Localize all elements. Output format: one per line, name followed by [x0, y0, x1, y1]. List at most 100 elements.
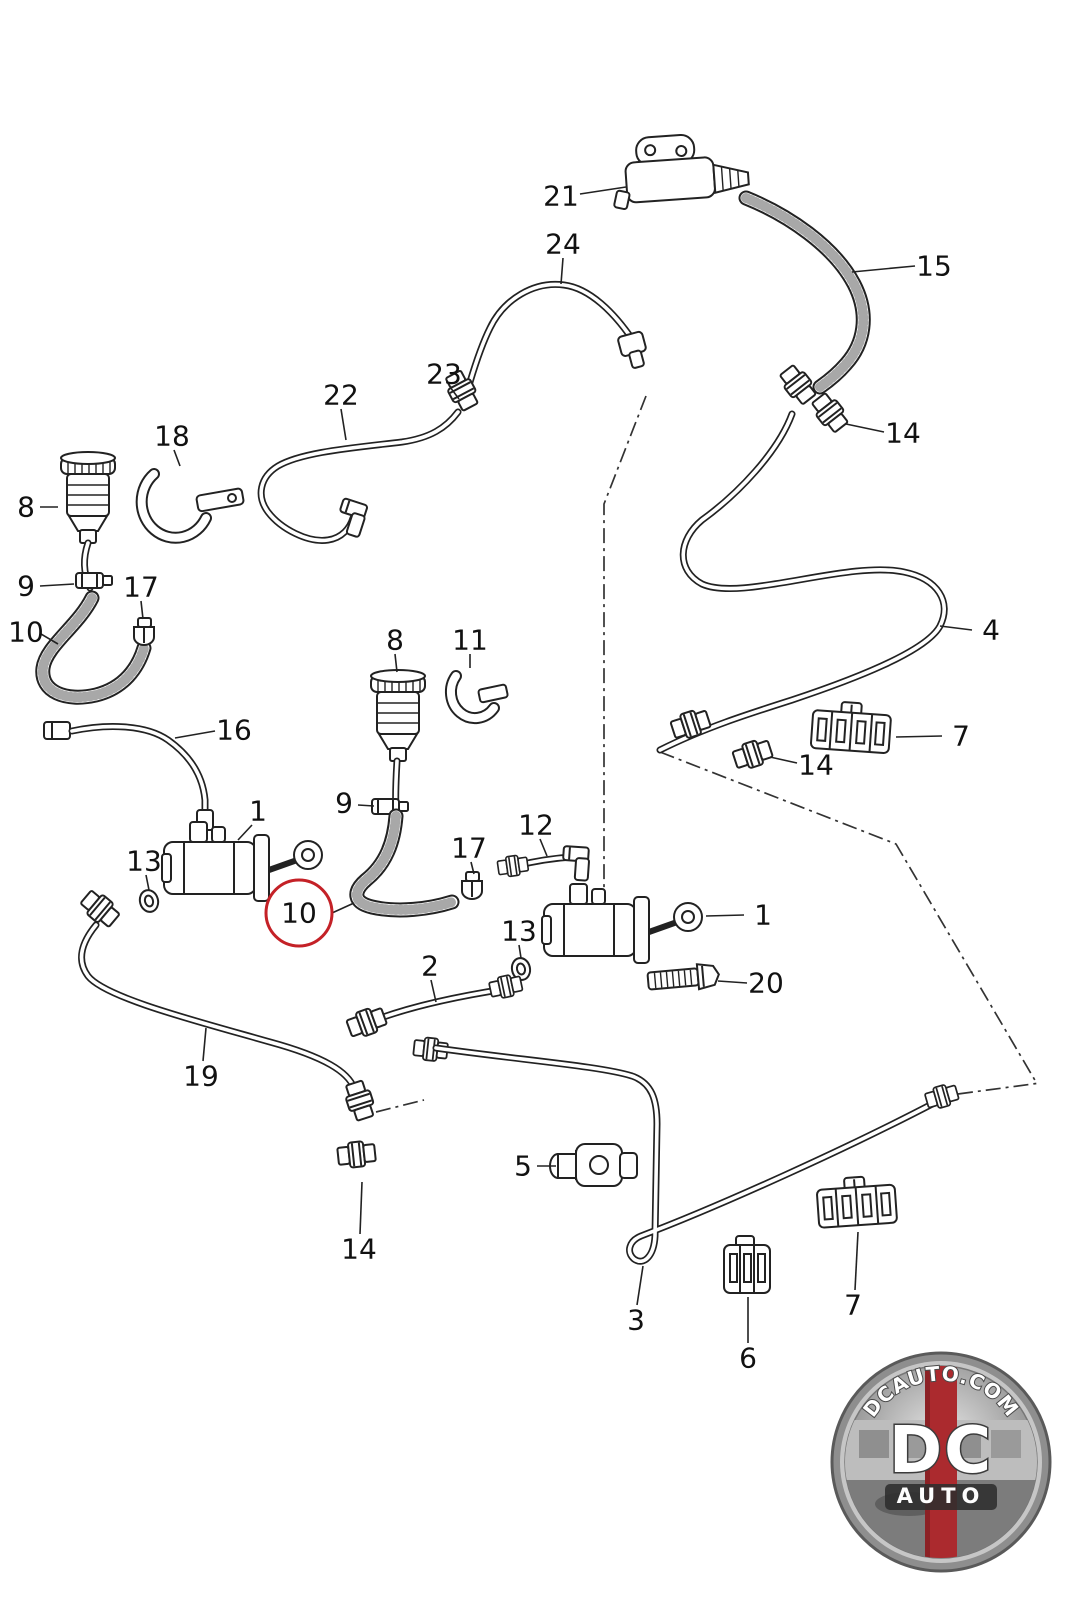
part-label-14[interactable]: 14: [845, 417, 921, 450]
leader-line: [579, 186, 627, 195]
reservoir-8-center: [370, 669, 426, 816]
part-label-20[interactable]: 20: [717, 967, 784, 1000]
part-number: 5: [514, 1150, 532, 1183]
part-label-17[interactable]: 17: [123, 571, 159, 620]
part-number: 17: [123, 571, 159, 604]
logo-brand-text: DC: [889, 1414, 993, 1488]
part-label-11[interactable]: 11: [452, 624, 488, 669]
clamp-17-center: [461, 871, 483, 900]
highlight-circle: [264, 878, 334, 948]
part-label-9[interactable]: 9: [335, 787, 375, 820]
diagram-drawing: [35, 134, 1041, 1294]
clip-7-top: [809, 699, 893, 755]
part-label-19[interactable]: 19: [183, 1027, 219, 1093]
part-number: 24: [545, 228, 581, 261]
part-label-17[interactable]: 17: [451, 832, 487, 875]
leader-line: [449, 386, 460, 400]
part-number: 17: [451, 832, 487, 865]
pipe-19: [76, 886, 379, 1124]
leader-line: [845, 423, 885, 433]
part-label-10[interactable]: 10: [8, 616, 59, 649]
leader-line: [173, 449, 181, 467]
leader-line: [40, 633, 59, 645]
leader-line: [895, 735, 943, 738]
part-label-15[interactable]: 15: [851, 250, 952, 283]
logo-sub-text: AUTO: [897, 1484, 986, 1508]
bracket-5: [549, 1143, 638, 1187]
part-number: 13: [126, 845, 162, 878]
leader-line: [340, 408, 347, 441]
part-number: 19: [183, 1060, 219, 1093]
clamp-11: [444, 670, 509, 725]
part-label-13[interactable]: 13: [126, 845, 162, 891]
leader-line: [851, 265, 916, 273]
part-label-7[interactable]: 7: [844, 1231, 862, 1322]
dcauto-logo: DCAUTO.COM DC AUTO: [830, 1351, 1052, 1573]
leader-line: [359, 1181, 363, 1235]
part-number: 9: [17, 570, 35, 603]
leader-line: [539, 838, 548, 857]
part-number: 6: [739, 1342, 757, 1375]
part-label-18[interactable]: 18: [154, 420, 190, 467]
leader-line: [430, 979, 437, 1003]
reservoir-8-left: [60, 451, 116, 592]
part-number: 20: [748, 967, 784, 1000]
part-number: 13: [501, 915, 537, 948]
leader-line: [470, 861, 475, 875]
pipe-4: [656, 410, 948, 754]
pipe-12: [496, 845, 591, 882]
part-label-2[interactable]: 2: [421, 950, 439, 1003]
part-label-12[interactable]: 12: [518, 809, 554, 857]
pipe-3: [411, 1035, 961, 1265]
master-cylinder-1-left: [162, 822, 322, 901]
part-number: 2: [421, 950, 439, 983]
part-label-1[interactable]: 1: [705, 899, 772, 932]
part-number: 8: [17, 491, 35, 524]
part-number: 1: [754, 899, 772, 932]
part-label-22[interactable]: 22: [323, 379, 359, 441]
part-number: 7: [844, 1289, 862, 1322]
part-label-4[interactable]: 4: [939, 614, 1000, 647]
part-label-6[interactable]: 6: [739, 1297, 757, 1375]
part-label-14[interactable]: 14: [341, 1181, 377, 1266]
part-label-3[interactable]: 3: [627, 1265, 645, 1337]
part-number: 21: [543, 180, 579, 213]
pipe-2: [343, 972, 525, 1042]
part-label-21[interactable]: 21: [543, 180, 627, 213]
part-label-23[interactable]: 23: [426, 358, 462, 400]
pipe-22: [257, 408, 462, 544]
leader-line: [769, 756, 798, 764]
master-cylinder-1-right: [542, 884, 702, 963]
construction-lines: [375, 395, 1041, 1113]
fitting-14-top: [807, 389, 853, 436]
part-label-14[interactable]: 14: [769, 749, 834, 782]
leader-line: [705, 914, 745, 917]
part-number: 14: [341, 1233, 377, 1266]
part-number: 15: [916, 250, 952, 283]
clamp-9-left: [75, 572, 113, 589]
part-number: 14: [798, 749, 834, 782]
part-number: 14: [885, 417, 921, 450]
part-number: 10: [8, 616, 44, 649]
part-number: 16: [216, 714, 252, 747]
part-label-10[interactable]: 10: [264, 878, 355, 948]
part-label-9[interactable]: 9: [17, 570, 75, 603]
part-21-slave-cylinder: [613, 134, 750, 211]
hose-15: [738, 190, 871, 408]
leader-line: [939, 625, 973, 631]
part-label-1[interactable]: 1: [237, 795, 267, 841]
part-number: 12: [518, 809, 554, 842]
part-label-24[interactable]: 24: [545, 228, 581, 285]
part-label-13[interactable]: 13: [501, 915, 537, 959]
part-number: 1: [249, 795, 267, 828]
part-number: 7: [952, 720, 970, 753]
leader-line: [717, 980, 748, 984]
part-label-7[interactable]: 7: [895, 720, 970, 753]
part-label-5[interactable]: 5: [514, 1150, 556, 1183]
part-label-8[interactable]: 8: [386, 624, 404, 673]
leader-line: [237, 824, 253, 841]
part-label-16[interactable]: 16: [174, 714, 252, 747]
part-label-8[interactable]: 8: [17, 491, 58, 524]
